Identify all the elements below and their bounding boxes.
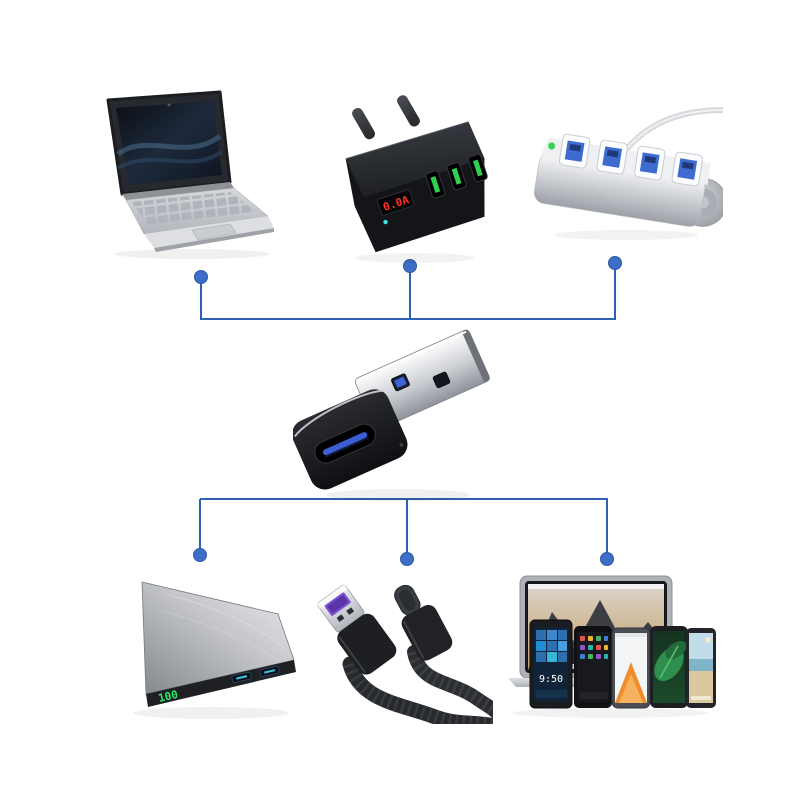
bottom-connector-dots xyxy=(193,548,614,566)
usb-c-plug xyxy=(394,584,453,661)
dot-laptop xyxy=(194,270,208,284)
usb-c-tongue xyxy=(322,432,368,456)
cable-illustration xyxy=(316,584,493,724)
phone-windows: 9:50 xyxy=(529,619,573,709)
hub-status-led xyxy=(548,142,556,150)
power-bank-front-edge xyxy=(146,660,296,707)
adapter-shadow xyxy=(326,489,470,501)
power-bank-ports xyxy=(231,665,280,683)
dot-cable xyxy=(400,552,414,566)
laptop-trackpad xyxy=(191,223,237,241)
dot-devices xyxy=(600,552,614,566)
devices-shadow xyxy=(512,708,708,718)
charger-usb-ports xyxy=(425,153,488,199)
cable-braided-wires xyxy=(342,645,493,724)
dot-charger xyxy=(403,259,417,273)
dot-hub xyxy=(608,256,622,270)
hub-shadow xyxy=(554,230,698,240)
top-connector xyxy=(200,269,616,320)
dot-power-bank xyxy=(193,548,207,562)
laptop-illustration xyxy=(106,90,274,259)
usb-a-plug xyxy=(316,584,397,675)
power-bank-illustration: 100 xyxy=(133,581,296,719)
phone-dark-icons xyxy=(574,626,612,708)
phone-htc xyxy=(611,627,651,709)
charger-status-led xyxy=(383,219,388,225)
laptop-keyboard xyxy=(132,192,258,228)
wall-charger-illustration: 0.0A xyxy=(345,95,488,263)
adapter-usb-c-body xyxy=(293,389,408,490)
power-bank-led-display: 100 xyxy=(157,688,179,705)
top-connector-dots xyxy=(194,256,622,284)
charger-led-meter: 0.0A xyxy=(376,189,415,216)
charger-eu-pins xyxy=(352,95,420,140)
phone-nexus xyxy=(650,626,688,708)
power-bank-shadow xyxy=(133,707,289,719)
bottom-connector xyxy=(199,498,608,554)
devices-illustration: 9:50 xyxy=(508,575,716,718)
charger-shadow xyxy=(355,253,475,263)
charger-top-face xyxy=(345,121,485,198)
phone-windows-tiles xyxy=(536,630,567,662)
hub-usb-ports xyxy=(558,133,703,187)
laptop-base xyxy=(122,182,274,252)
laptop-screen xyxy=(106,90,232,196)
phone-clock: 9:50 xyxy=(539,674,563,685)
usb-hub-illustration xyxy=(534,107,723,240)
adapter-illustration xyxy=(293,329,490,501)
phone-beach xyxy=(686,628,716,708)
usb-a-hole-dark xyxy=(432,371,451,389)
laptop-shadow xyxy=(114,249,270,259)
